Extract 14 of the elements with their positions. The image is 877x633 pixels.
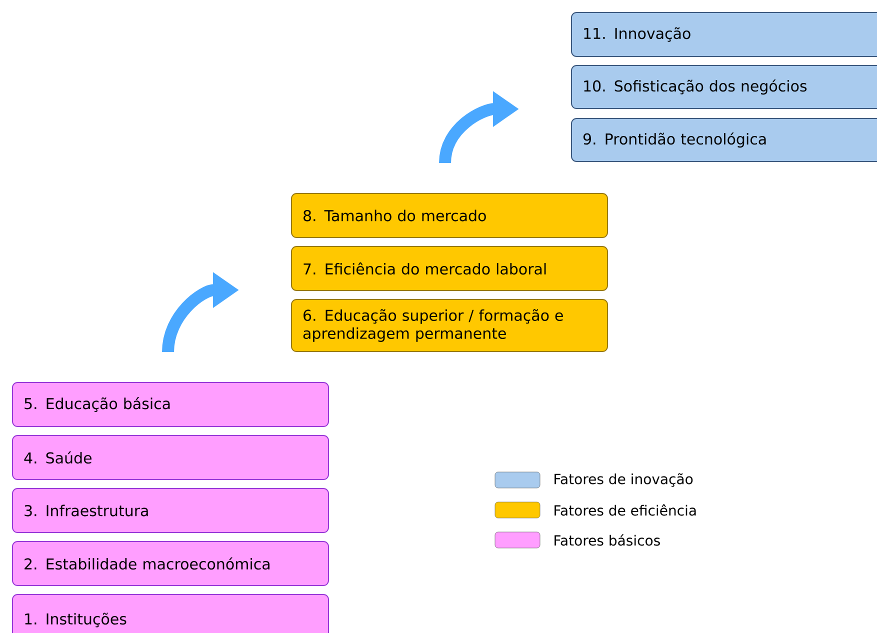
factor-box: 2. Estabilidade macroeconómica [12,541,329,586]
legend-text: Fatores de inovação [554,473,693,487]
factor-box: 3. Infraestrutura [12,488,329,533]
legend-text: Fatores básicos [554,534,660,546]
factor-box: 11. Innovação [571,12,877,57]
factor-box: 6. Educação superior / formação e aprendizagem permanente [291,299,608,352]
factor-box: 8. Tamanho do mercado [291,193,608,238]
factor-box: 4. Saúde [12,435,329,480]
factor-box: 7. Eficiência do mercado laboral [291,246,608,291]
factor-box: 10. Sofisticação dos negócios [571,65,877,109]
legend-text: Fatores de eficiência [554,504,696,516]
factor-box: 1. Instituções [12,594,329,633]
factor-box: 9. Prontidão tecnológica [571,118,877,162]
factor-box: 5. Educação básica [12,382,329,427]
